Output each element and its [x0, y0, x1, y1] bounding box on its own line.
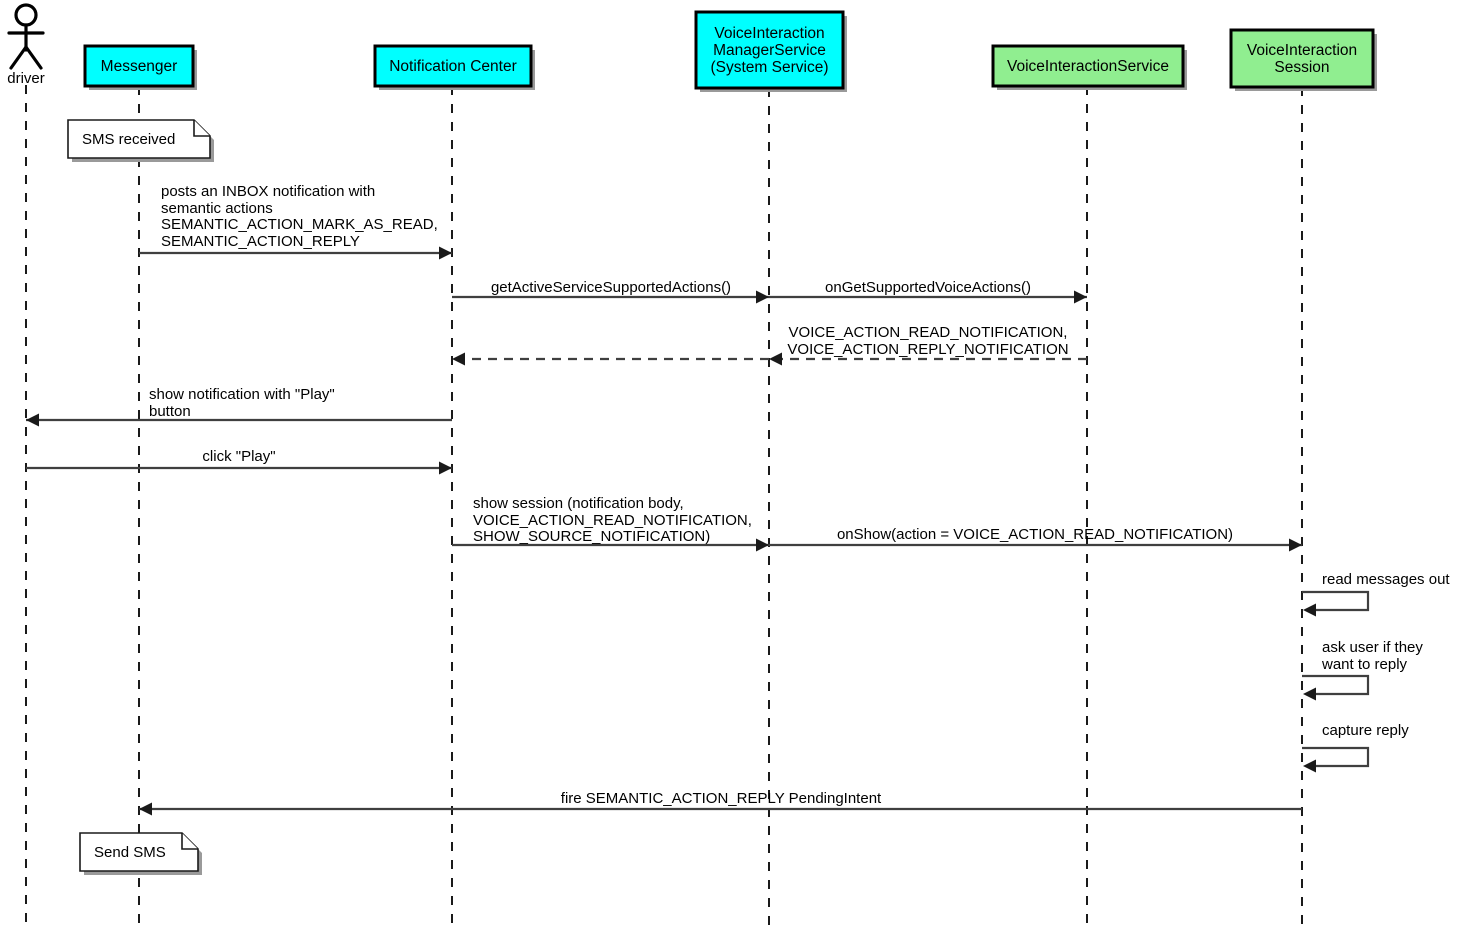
msg-fire-semantic-action-reply-pending-intent-label: fire SEMANTIC_ACTION_REPLY PendingIntent — [560, 790, 882, 807]
message-arrowhead — [26, 413, 39, 427]
participant-voice-interaction-service[interactable] — [991, 44, 1187, 90]
msg-return-voice-actions-to-manager[interactable] — [769, 352, 1087, 366]
actor-label-driver: driver — [7, 70, 45, 87]
note-body — [79, 832, 199, 872]
self-read-messages-out[interactable] — [1302, 590, 1370, 617]
msg-post-inbox-notification[interactable] — [139, 246, 452, 260]
msg-show-notification-with-play-button[interactable] — [26, 413, 452, 427]
participant-box[interactable] — [991, 44, 1185, 88]
participant-voice-interaction-manager-service[interactable] — [694, 10, 847, 92]
msg-get-active-service-supported-actions-label: getActiveServiceSupportedActions() — [490, 279, 732, 296]
msg-fire-semantic-action-reply-pending-intent[interactable] — [139, 802, 1302, 816]
msg-show-notification-with-play-button-label: show notification with "Play"button — [149, 386, 335, 420]
actor-driver — [7, 3, 45, 70]
msg-on-get-supported-voice-actions-label: onGetSupportedVoiceActions() — [825, 279, 1031, 296]
self-ask-user-if-they-want-to-reply[interactable] — [1302, 674, 1370, 701]
message-arrowhead — [1289, 538, 1302, 552]
message-arrowhead — [452, 352, 465, 366]
actor-head — [14, 3, 38, 27]
self-capture-reply[interactable] — [1302, 746, 1370, 773]
message-arrowhead — [769, 352, 782, 366]
message-arrowhead — [1074, 290, 1087, 304]
self-message-arrowhead — [1303, 603, 1316, 617]
self-read-messages-out-label: read messages out — [1322, 571, 1450, 588]
self-message-line[interactable] — [1302, 746, 1370, 768]
msg-on-show[interactable] — [769, 538, 1302, 552]
msg-click-play-label: click "Play" — [202, 448, 276, 465]
msg-show-session-label: show session (notification body,VOICE_AC… — [473, 495, 752, 545]
msg-return-voice-actions-to-manager-label: VOICE_ACTION_READ_NOTIFICATION,VOICE_ACT… — [787, 324, 1069, 358]
self-message-line[interactable] — [1302, 590, 1370, 612]
actor-leg-right — [24, 45, 43, 70]
participant-box[interactable] — [694, 10, 845, 90]
note-fold-corner — [193, 120, 210, 137]
message-arrowhead — [139, 802, 152, 816]
participant-box[interactable] — [83, 44, 195, 88]
participant-notification-center[interactable] — [373, 44, 535, 90]
self-capture-reply-label: capture reply — [1322, 722, 1409, 739]
note-send-sms — [79, 832, 202, 875]
msg-return-voice-actions-to-notification-center[interactable] — [452, 352, 769, 366]
self-message-arrowhead — [1303, 759, 1316, 773]
message-arrowhead — [439, 461, 452, 475]
actor-leg-left — [9, 45, 28, 70]
note-body — [67, 119, 211, 159]
message-arrowhead — [439, 246, 452, 260]
message-arrowhead — [756, 538, 769, 552]
note-fold-corner — [181, 833, 198, 850]
msg-on-get-supported-voice-actions[interactable] — [769, 290, 1087, 304]
participant-voice-interaction-session[interactable] — [1229, 28, 1377, 91]
msg-get-active-service-supported-actions[interactable] — [452, 290, 769, 304]
participant-box[interactable] — [1229, 28, 1375, 89]
msg-show-session[interactable] — [452, 538, 769, 552]
msg-click-play[interactable] — [26, 461, 452, 475]
self-message-line[interactable] — [1302, 674, 1370, 696]
message-arrowhead — [756, 290, 769, 304]
self-message-arrowhead — [1303, 687, 1316, 701]
note-sms-received-label: SMS received — [82, 130, 176, 148]
participant-messenger[interactable] — [83, 44, 197, 90]
msg-on-show-label: onShow(action = VOICE_ACTION_READ_NOTIFI… — [836, 526, 1234, 543]
participant-box[interactable] — [373, 44, 533, 88]
note-send-sms-label: Send SMS — [94, 843, 166, 861]
note-sms-received — [67, 119, 214, 162]
